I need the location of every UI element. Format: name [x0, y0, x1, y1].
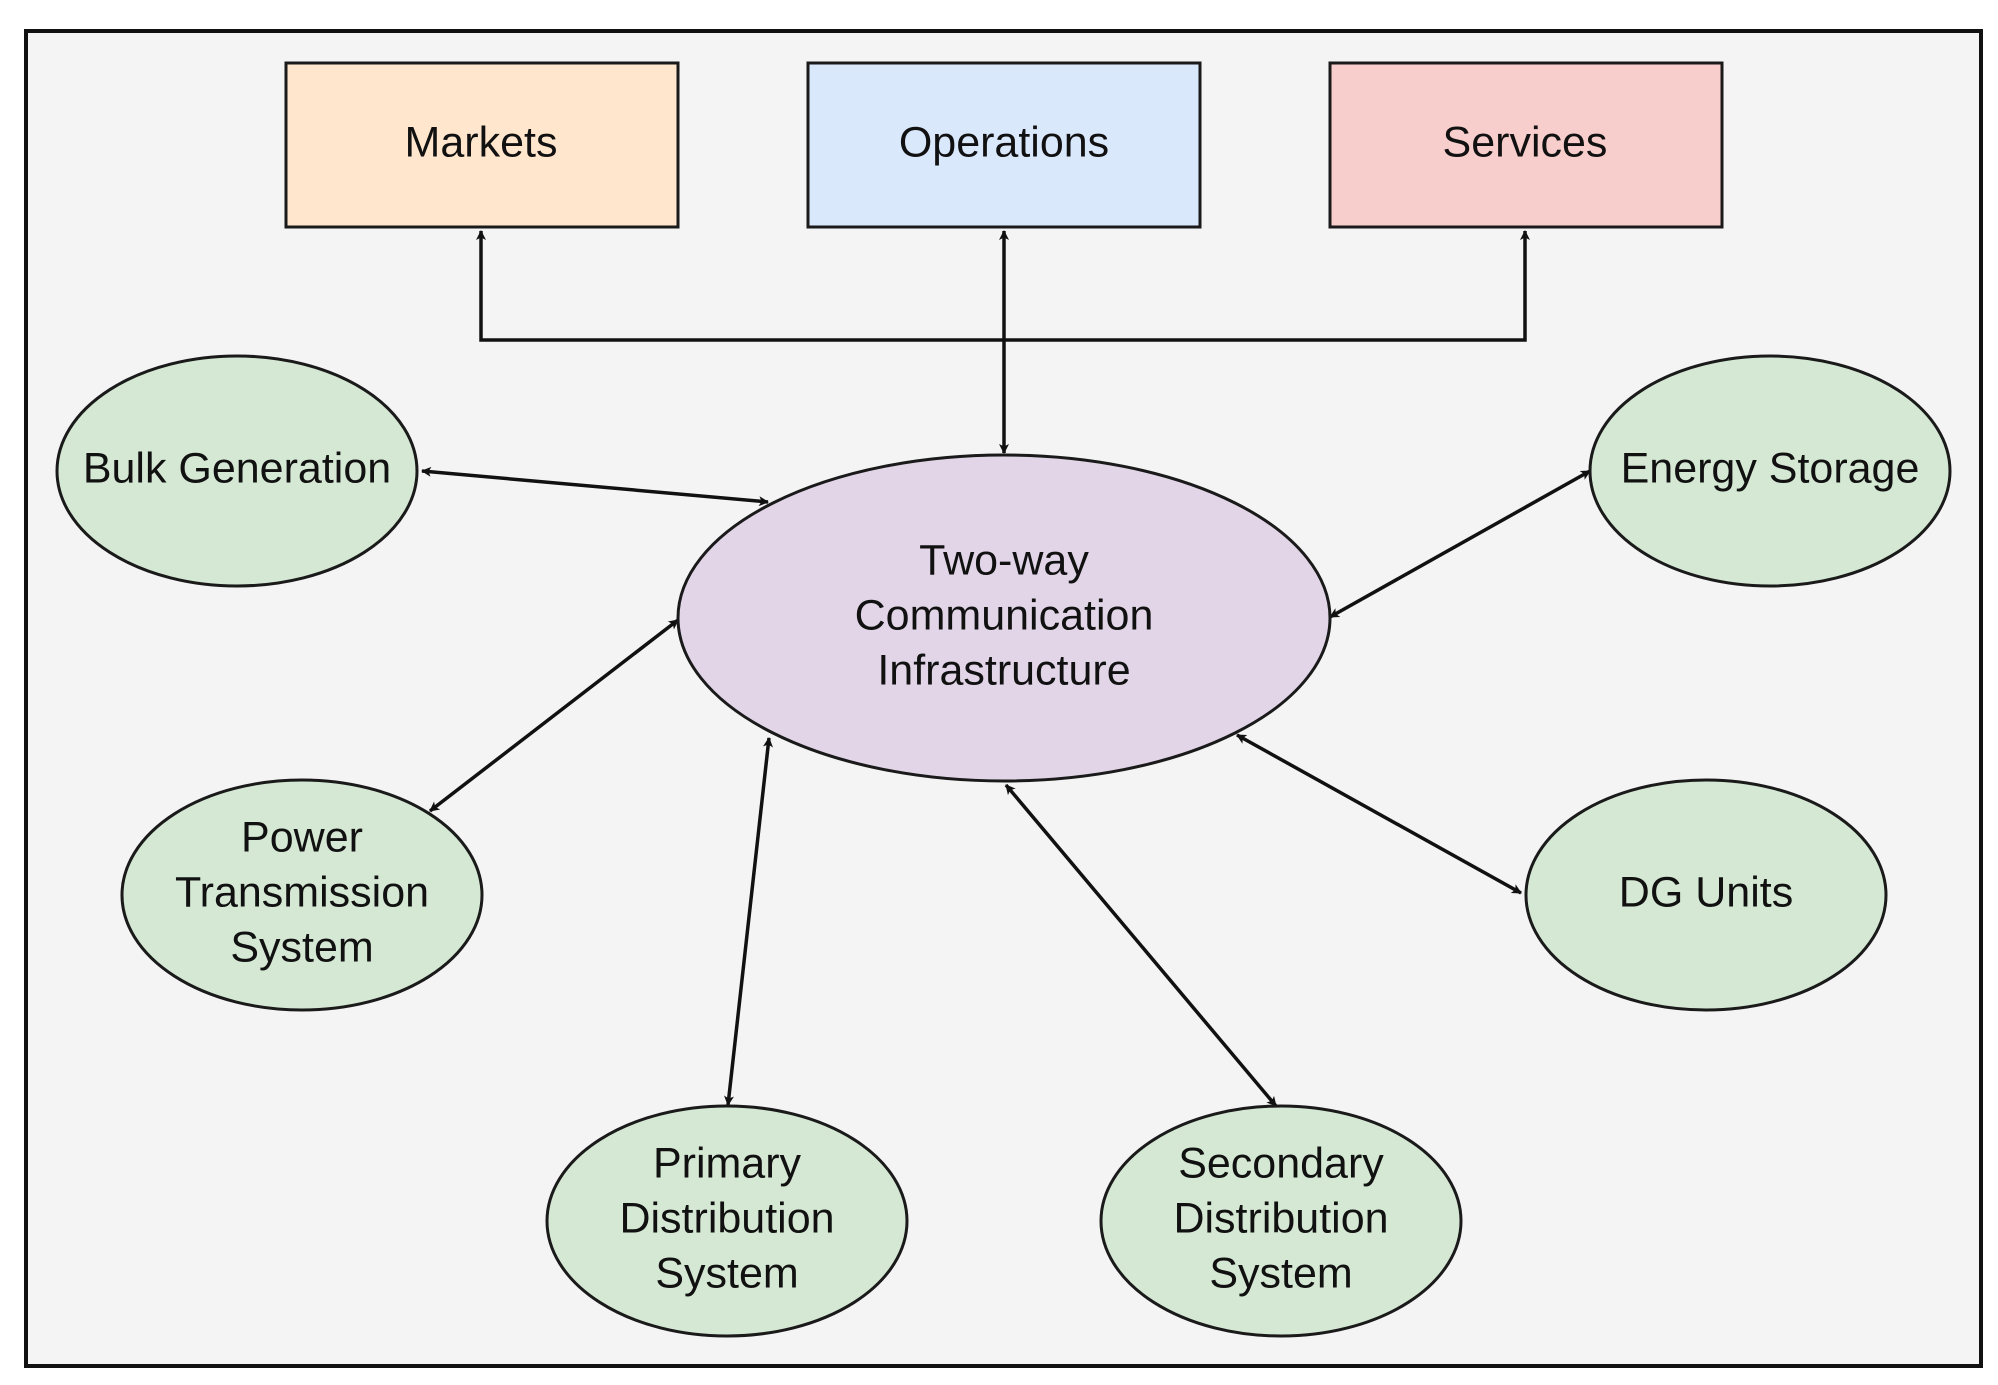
power-transmission-label-line1: Power: [241, 813, 363, 861]
dg-units-label: DG Units: [1619, 868, 1793, 916]
energy-storage-label: Energy Storage: [1621, 444, 1920, 492]
markets-label: Markets: [405, 118, 558, 166]
connector-bulk-generation: [421, 466, 769, 507]
connectors: [421, 230, 1591, 1108]
operations-label: Operations: [899, 118, 1109, 166]
primary-distribution-node: Primary Distribution System: [545, 1104, 909, 1338]
hub-label-line2: Communication: [855, 591, 1154, 639]
services-label: Services: [1443, 118, 1608, 166]
communication-hub: Two-way Communication Infrastructure: [676, 453, 1332, 783]
energy-storage-node: Energy Storage: [1588, 354, 1952, 588]
primary-distribution-label-line3: System: [655, 1249, 798, 1297]
secondary-distribution-label-line1: Secondary: [1178, 1139, 1384, 1187]
connector-power-transmission: [428, 618, 680, 813]
bulk-generation-node: Bulk Generation: [55, 354, 419, 588]
secondary-distribution-node: Secondary Distribution System: [1099, 1104, 1463, 1338]
hub-label-line1: Two-way: [919, 536, 1089, 584]
operations-box: Operations: [806, 61, 1202, 229]
connector-secondary-distribution: [1004, 783, 1278, 1108]
primary-distribution-label-line2: Distribution: [619, 1194, 834, 1242]
hub-label-line3: Infrastructure: [877, 646, 1130, 694]
services-box: Services: [1328, 61, 1724, 229]
connector-energy-storage: [1329, 469, 1591, 619]
connector-primary-distribution: [724, 737, 773, 1106]
bulk-generation-label: Bulk Generation: [83, 444, 391, 492]
primary-distribution-label-line1: Primary: [653, 1139, 802, 1187]
connector-dg-units: [1236, 733, 1522, 895]
secondary-distribution-label-line2: Distribution: [1173, 1194, 1388, 1242]
power-transmission-label-line2: Transmission: [175, 868, 429, 916]
markets-box: Markets: [284, 61, 680, 229]
power-transmission-node: Power Transmission System: [120, 778, 484, 1012]
dg-units-node: DG Units: [1524, 778, 1888, 1012]
power-transmission-label-line3: System: [230, 923, 373, 971]
secondary-distribution-label-line3: System: [1209, 1249, 1352, 1297]
